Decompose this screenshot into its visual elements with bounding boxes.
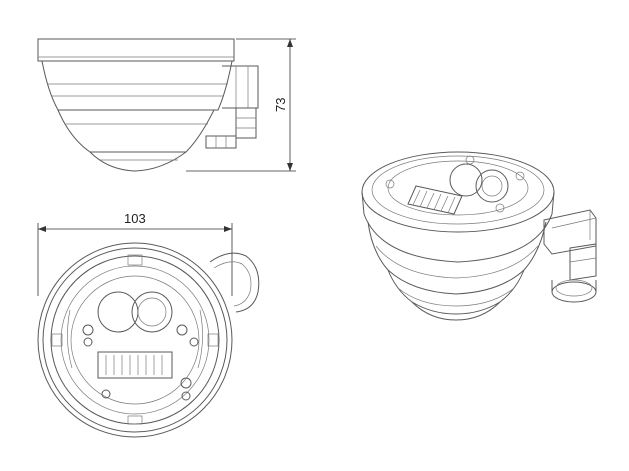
iso-lens-right [475,169,509,203]
width-label: 103 [124,211,146,226]
top-view: 103 [37,211,260,438]
screw-hole-2 [176,324,188,336]
iso-cable-gland [569,243,597,281]
iso-dome-lower [387,269,525,315]
width-dimension: 103 [37,211,233,296]
isometric-view [361,151,597,321]
iso-dome-upper [367,221,547,295]
top-mid-ring [50,255,220,425]
iso-bracket [543,209,597,255]
side-dome-bottom [89,151,187,172]
side-dome-upper [41,60,233,111]
height-label: 73 [273,98,288,112]
side-cap [37,38,235,62]
side-cable-gland [235,107,257,139]
top-grille [97,351,173,379]
side-view [37,38,259,172]
side-dome-lower [57,109,215,153]
side-bracket [222,65,259,109]
iso-dome-bottom [411,301,501,321]
top-outer-ring [37,242,233,438]
iso-grille [407,185,463,215]
iso-lens-left [449,163,483,197]
screw-hole-4 [101,389,111,399]
lens-hole-right [131,291,173,333]
height-dimension: 73 [186,38,296,172]
iso-flange-rim [361,191,555,263]
top-cable-loop [209,252,260,313]
side-gland-nut [205,135,237,149]
screw-hole-1 [82,324,94,336]
iso-flange-top [361,151,555,233]
screw-hole-3 [180,377,192,389]
